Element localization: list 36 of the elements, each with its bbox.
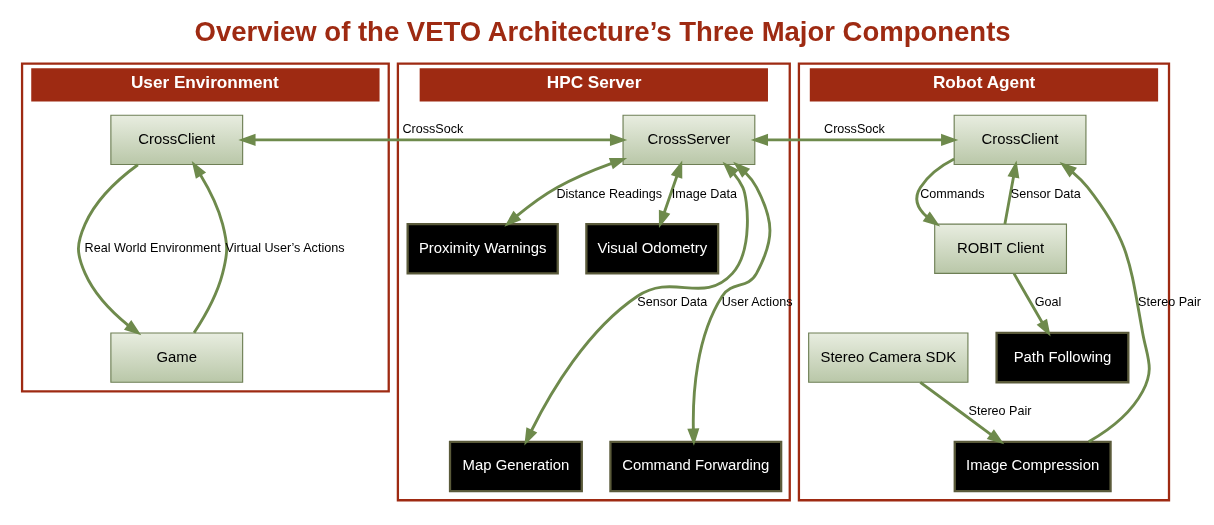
edge-label: Image Data bbox=[671, 186, 737, 201]
arrow bbox=[1003, 160, 1020, 225]
node-box: Visual Odometry bbox=[585, 222, 720, 275]
arrow bbox=[687, 161, 772, 446]
edge-label: Commands bbox=[920, 186, 985, 201]
arrow bbox=[1059, 162, 1151, 443]
node-box: Image Compression bbox=[953, 440, 1112, 493]
node-box: CrossClient bbox=[953, 114, 1087, 166]
arrow bbox=[238, 133, 628, 146]
arrow bbox=[919, 381, 1005, 445]
node-box: Game bbox=[110, 332, 244, 383]
node-box: Proximity Warnings bbox=[406, 222, 559, 275]
edge-label: Goal bbox=[1034, 295, 1062, 310]
edge-label: CrossSock bbox=[402, 121, 464, 136]
diagram-title: Overview of the VETO Architecture’s Three Major Components bbox=[194, 16, 1011, 48]
node-box: Path Following bbox=[995, 331, 1130, 384]
arrow bbox=[524, 161, 749, 446]
node-box: CrossClient bbox=[110, 114, 244, 166]
node-box: Stereo Camera SDK bbox=[808, 332, 969, 383]
arrow bbox=[750, 133, 959, 146]
edge-label: Sensor Data bbox=[637, 295, 708, 310]
edge-label: Stereo Pair bbox=[968, 404, 1032, 419]
arrow bbox=[504, 157, 628, 227]
node-box: Map Generation bbox=[448, 440, 583, 493]
node-box: Command Forwarding bbox=[609, 440, 783, 493]
arrow bbox=[1012, 272, 1051, 337]
arrow bbox=[915, 157, 955, 227]
node-box: ROBIT Client bbox=[934, 223, 1068, 274]
node-box: CrossServer bbox=[622, 114, 756, 166]
edge-label: Real World Environment bbox=[84, 240, 221, 255]
edge-label: Distance Readings bbox=[556, 186, 663, 201]
arrow bbox=[77, 163, 142, 336]
arrow bbox=[191, 161, 229, 334]
edge-label: Sensor Data bbox=[1010, 186, 1081, 201]
arrow bbox=[658, 160, 683, 229]
edge-label: CrossSock bbox=[824, 121, 885, 136]
